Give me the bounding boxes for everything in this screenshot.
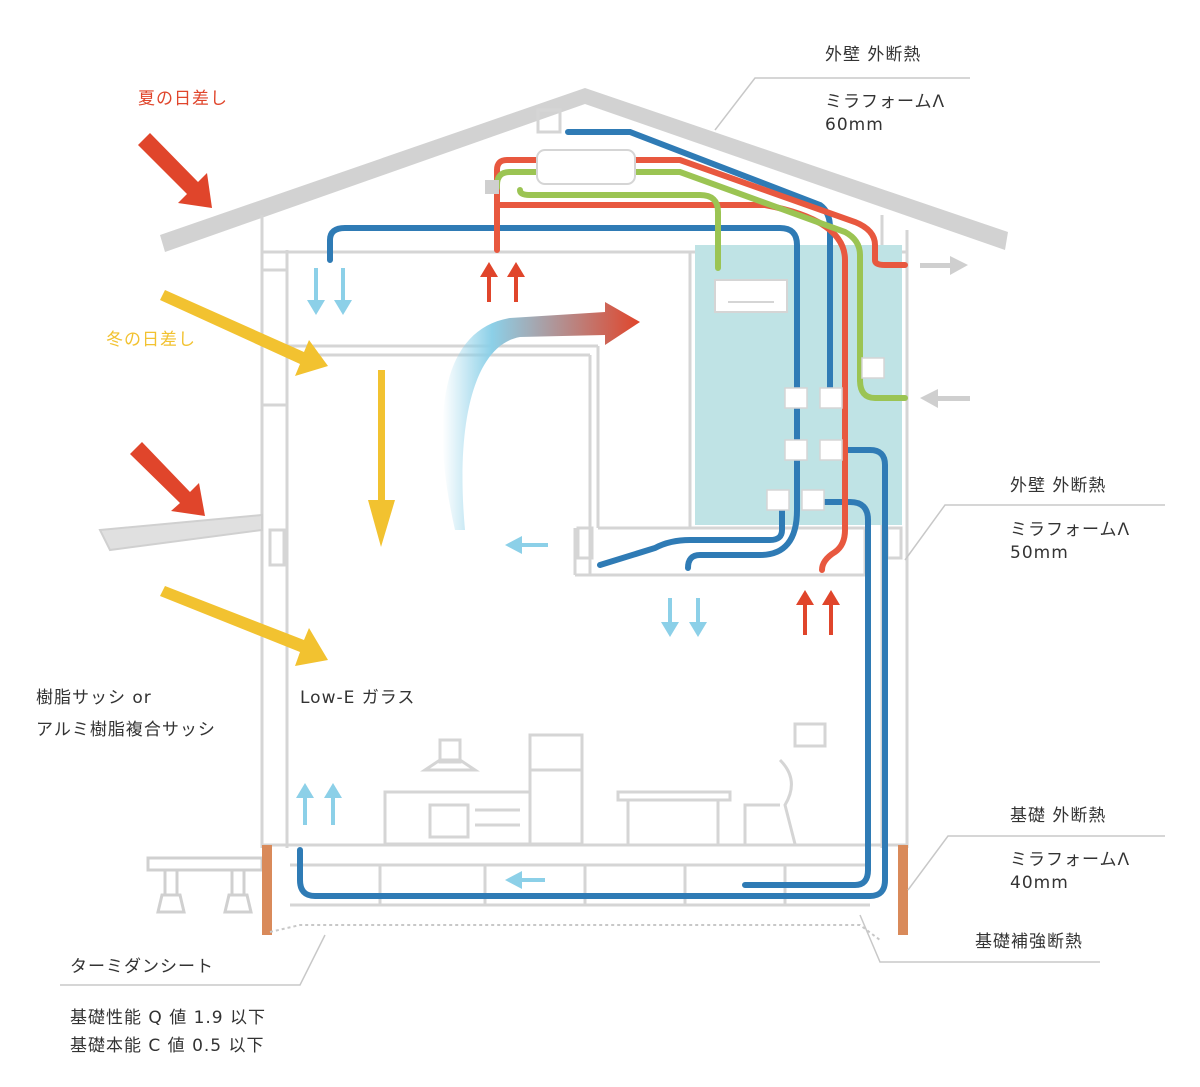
winter-sun-label: 冬の日差し [106,330,196,350]
air-conditioner [714,279,788,313]
sash-label-line2: アルミ樹脂複合サッシ [36,720,216,740]
foundation-insulation [262,845,908,935]
duct-red [494,157,908,268]
airflow-arrows [296,256,970,889]
foundation-insulation-thickness: 40mm [1010,873,1069,893]
q-value-label: 基礎性能 Q 値 1.9 以下 [70,1008,267,1028]
wall-insulation-thickness: 50mm [1010,543,1069,563]
termite-sheet-line [269,924,881,941]
eave-shade [98,513,263,552]
roof-insulation-thickness: 60mm [825,115,884,135]
sunlight-arrows [130,133,395,666]
termite-sheet-label: ターミダンシート [70,957,214,977]
foundation-insulation-title: 基礎 外断熱 [1010,806,1107,826]
duct-blue-floor [297,447,888,899]
duct-green [494,169,908,401]
leader-lines [60,77,1165,986]
c-value-label: 基礎本能 C 値 0.5 以下 [70,1036,265,1056]
wall-insulation-material: ミラフォームΛ [1010,520,1131,540]
duct-green-down [517,187,721,271]
roof-insulation-title: 外壁 外断熱 [825,45,922,65]
ducts [297,129,908,899]
duct-blue-upper [327,225,800,571]
duct-blue-2f [597,507,785,568]
ventilation-unit [485,149,636,194]
summer-sun-label: 夏の日差し [138,89,228,109]
glass-label: Low-E ガラス [300,688,416,708]
roof-insulation-material: ミラフォームΛ [825,92,946,112]
kitchen-furniture [383,722,827,846]
foundation-insulation-material: ミラフォームΛ [1010,850,1131,870]
circulation-flow [442,302,640,530]
foundation-reinforcement-label: 基礎補強断熱 [975,932,1083,952]
wall-insulation-title: 外壁 外断熱 [1010,476,1107,496]
duct-blue-inner [742,499,871,888]
deck [146,856,264,914]
sash-label-line1: 樹脂サッシ or [36,688,152,708]
duct-terminals [766,357,885,511]
